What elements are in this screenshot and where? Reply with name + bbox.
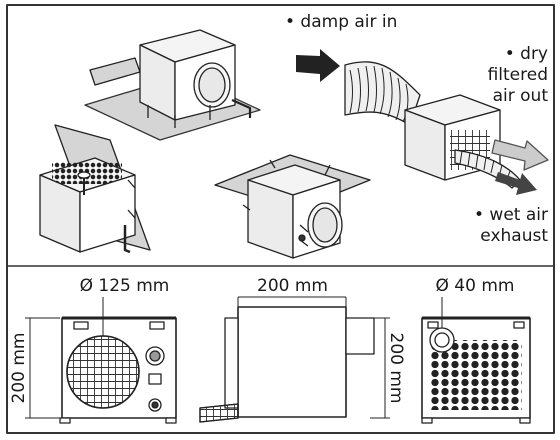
- front-height-label: 200 mm: [9, 332, 29, 404]
- wet-air-exhaust-arrow: [495, 172, 537, 195]
- damp-air-in-arrow: [296, 49, 340, 82]
- outer-frame: [6, 4, 555, 434]
- wet-air-line-1: • wet air: [474, 205, 548, 225]
- side-height-label: 200 mm: [386, 332, 406, 404]
- wet-air-exhaust-label: • wet air exhaust: [428, 205, 548, 247]
- damp-air-in-label: • damp air in: [285, 12, 398, 32]
- iso-view-3: [214, 154, 371, 259]
- back-diameter-label: Ø 40 mm: [435, 276, 515, 296]
- front-diameter-label: Ø 125 mm: [79, 276, 170, 296]
- side-view: [199, 296, 390, 423]
- dry-filtered-line-3: air out: [492, 86, 548, 106]
- dry-filtered-line-2: filtered: [487, 65, 548, 85]
- dry-filtered-air-out-label: • dry filtered air out: [438, 44, 548, 107]
- switch: [148, 373, 162, 385]
- installed-unit: [344, 61, 521, 189]
- side-height-dim: [370, 317, 390, 419]
- side-width-label: 200 mm: [257, 276, 328, 296]
- wet-air-line-2: exhaust: [480, 226, 548, 246]
- iso-view-1: [84, 29, 261, 141]
- side-width-dim: [237, 296, 347, 307]
- iso-view-2: [39, 124, 151, 254]
- dry-filtered-line-1: • dry: [504, 44, 548, 64]
- front-height-dim: [25, 317, 60, 419]
- back-view: [421, 297, 531, 424]
- front-view: [25, 297, 177, 424]
- dry-air-out-arrow: [491, 139, 549, 171]
